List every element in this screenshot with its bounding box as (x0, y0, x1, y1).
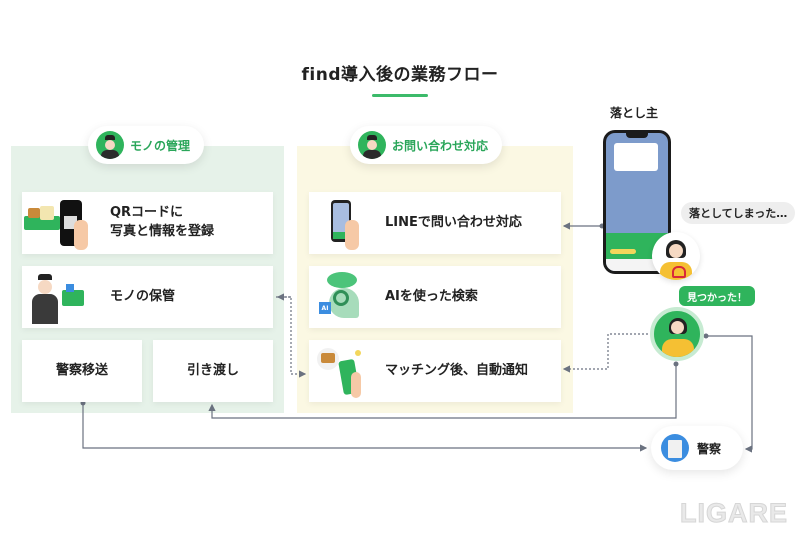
owner-speech-bubble: 落としてしまった… (681, 202, 796, 224)
wallet-notify-icon (309, 342, 379, 400)
connector-dot (703, 333, 709, 339)
police-label: 警察 (697, 441, 722, 456)
section-pill-inquiry: お問い合わせ対応 (350, 126, 503, 164)
card-line-inquiry: LINEで問い合わせ対応 (309, 192, 561, 254)
card-handover: 引き渡し (153, 340, 273, 402)
connector-dot (673, 361, 679, 367)
card-label: QRコードに 写真と情報を登録 (110, 205, 215, 239)
card-label: 警察移送 (55, 362, 108, 378)
found-speech-bubble: 見つかった！ (679, 286, 755, 306)
connector-finder-to-notify (562, 333, 648, 373)
connector-finder-to-handover (208, 364, 677, 419)
police-node: 警察 (651, 426, 743, 470)
connector-storage-matching (276, 296, 307, 378)
staff-avatar-icon (358, 131, 386, 159)
police-document-icon (661, 434, 689, 462)
owner-label: 落とし主 (610, 106, 659, 120)
staff-avatar-icon (96, 131, 124, 159)
section-label: モノの管理 (130, 138, 191, 153)
connector-transfer-to-police (82, 403, 648, 452)
section-label: お問い合わせ対応 (392, 138, 489, 153)
owner-avatar (652, 232, 700, 280)
ai-badge: AI (319, 302, 331, 314)
card-label: AIを使った検索 (385, 288, 478, 304)
ai-search-icon: AI (309, 268, 379, 326)
watermark-logo: LIGARE (679, 498, 789, 529)
title-underline (372, 94, 428, 97)
card-label: モノの保管 (110, 288, 176, 304)
card-matching-notify: マッチング後、自動通知 (309, 340, 561, 402)
qr-phone-icon (22, 194, 92, 252)
section-pill-management: モノの管理 (88, 126, 205, 164)
card-label: マッチング後、自動通知 (385, 362, 529, 378)
card-ai-search: AI AIを使った検索 (309, 266, 561, 328)
line-chat-screen (606, 133, 668, 271)
card-label: 引き渡し (186, 362, 239, 378)
card-qr-register: QRコードに 写真と情報を登録 (22, 192, 273, 254)
card-storage: モノの保管 (22, 266, 273, 328)
line-phone-icon (309, 194, 379, 252)
finder-avatar (650, 307, 704, 361)
card-police-transfer: 警察移送 (22, 340, 142, 402)
card-label: LINEで問い合わせ対応 (385, 214, 522, 230)
page-title: find導入後の業務フロー (301, 65, 499, 85)
connector-finder-to-police (706, 335, 753, 453)
staff-storage-icon (22, 268, 92, 326)
